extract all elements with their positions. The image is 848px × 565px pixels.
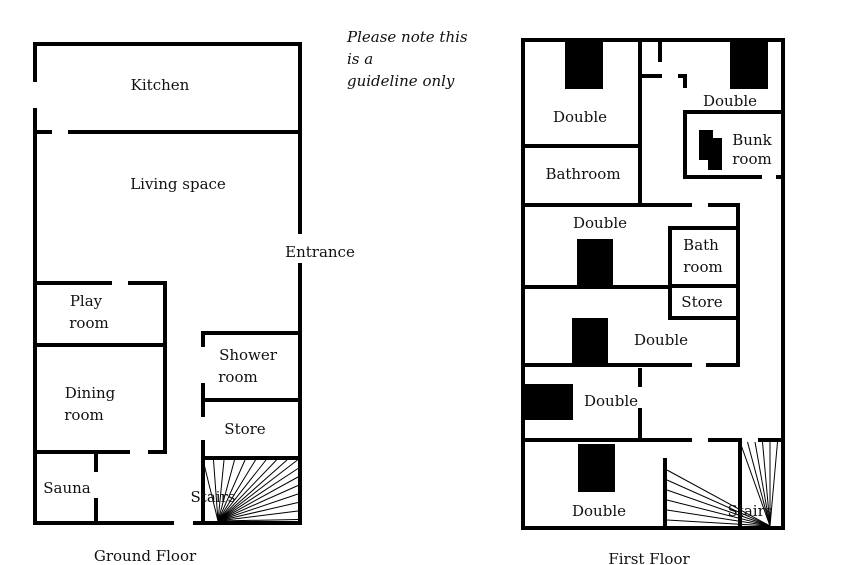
living-space-label: Living space [130, 175, 226, 193]
bunk-room-label-line2: room [732, 150, 771, 168]
play-room-label-line1: Play [70, 292, 103, 310]
stair-step-line [217, 459, 246, 522]
bunk-room-label-line1: Bunk [732, 131, 772, 149]
stair-step-line [666, 509, 771, 527]
stair-step-line [217, 510, 299, 522]
stair-step-line [747, 441, 771, 527]
stair-step-line [217, 502, 299, 522]
sauna-label: Sauna [43, 479, 91, 497]
first-stairs-label: Stairs [728, 502, 773, 520]
stair-step-line [217, 485, 299, 522]
stair-step-line [213, 459, 219, 522]
ground-service-block-wall [201, 331, 302, 525]
bed-icon [565, 42, 603, 89]
dining-room-label-line1: Dining [65, 384, 116, 402]
store-label: Store [681, 293, 723, 311]
first-double5-wall [521, 368, 785, 442]
first-bathroom-small-wall [668, 226, 740, 320]
bed-icon [572, 318, 608, 365]
stair-step-line [217, 459, 298, 522]
stair-step-line [217, 459, 235, 522]
shower-room-label-line1: Shower [219, 346, 278, 364]
ground-floor-plan [33, 42, 302, 525]
double-room-label: Double [634, 331, 688, 349]
stair-step-line [217, 493, 299, 522]
bed-icon [577, 239, 613, 287]
first-bunk-wall [683, 110, 785, 179]
double-room-label: Double [584, 392, 638, 410]
ground-stairs-steps [202, 459, 299, 522]
stair-step-line [217, 468, 299, 522]
stair-step-line [666, 519, 771, 527]
bathroom-label: Bathroom [545, 165, 620, 183]
ground-floor-caption: Ground Floor [94, 547, 197, 565]
stair-step-line [217, 459, 256, 522]
stair-step-line [666, 489, 771, 527]
stair-step-line [762, 441, 771, 527]
stair-step-line [739, 441, 771, 527]
stair-step-line [217, 519, 299, 522]
note-line1: Please note this [346, 28, 468, 46]
double-room-label: Double [573, 214, 627, 232]
stair-step-line [666, 499, 771, 527]
stair-step-line [217, 459, 277, 522]
first-double1-wall [521, 38, 662, 148]
stair-step-line [666, 479, 771, 527]
bed-icon [730, 42, 768, 89]
first-bathroom-wall [521, 144, 740, 367]
bed-icon [523, 384, 573, 420]
ground-outer-walls [33, 42, 302, 525]
first-stairs-steps [666, 441, 778, 527]
stair-step-line [202, 459, 219, 522]
note-line2: is a [347, 50, 373, 68]
stair-step-line [754, 441, 771, 527]
double-room-label: Double [553, 108, 607, 126]
stair-step-line [217, 459, 225, 522]
stair-step-line [217, 459, 267, 522]
entrance-label: Entrance [285, 243, 355, 261]
stair-step-line [769, 441, 778, 527]
ground-sauna-wall [33, 450, 98, 525]
play-room-label-line2: room [69, 314, 108, 332]
stair-step-line [666, 469, 771, 527]
bed-icon [578, 444, 615, 492]
bath-room-label-line1: Bath [683, 236, 719, 254]
stair-step-line [217, 476, 299, 522]
double-room-label: Double [703, 92, 757, 110]
kitchen-label: Kitchen [131, 76, 190, 94]
bunk-bed-icon [708, 138, 722, 170]
stair-step-line [217, 459, 288, 522]
first-floor-caption: First Floor [608, 550, 690, 565]
double-room-label: Double [572, 502, 626, 520]
store-label: Store [224, 420, 266, 438]
bath-room-label-line2: room [683, 258, 722, 276]
note-line3: guideline only [347, 72, 455, 90]
dining-room-label-line2: room [64, 406, 103, 424]
ground-stairs-label: Stairs [191, 488, 236, 506]
shower-room-label-line2: room [218, 368, 257, 386]
first-corridor-top-wall [638, 74, 687, 88]
first-stairs-wall [663, 438, 742, 530]
